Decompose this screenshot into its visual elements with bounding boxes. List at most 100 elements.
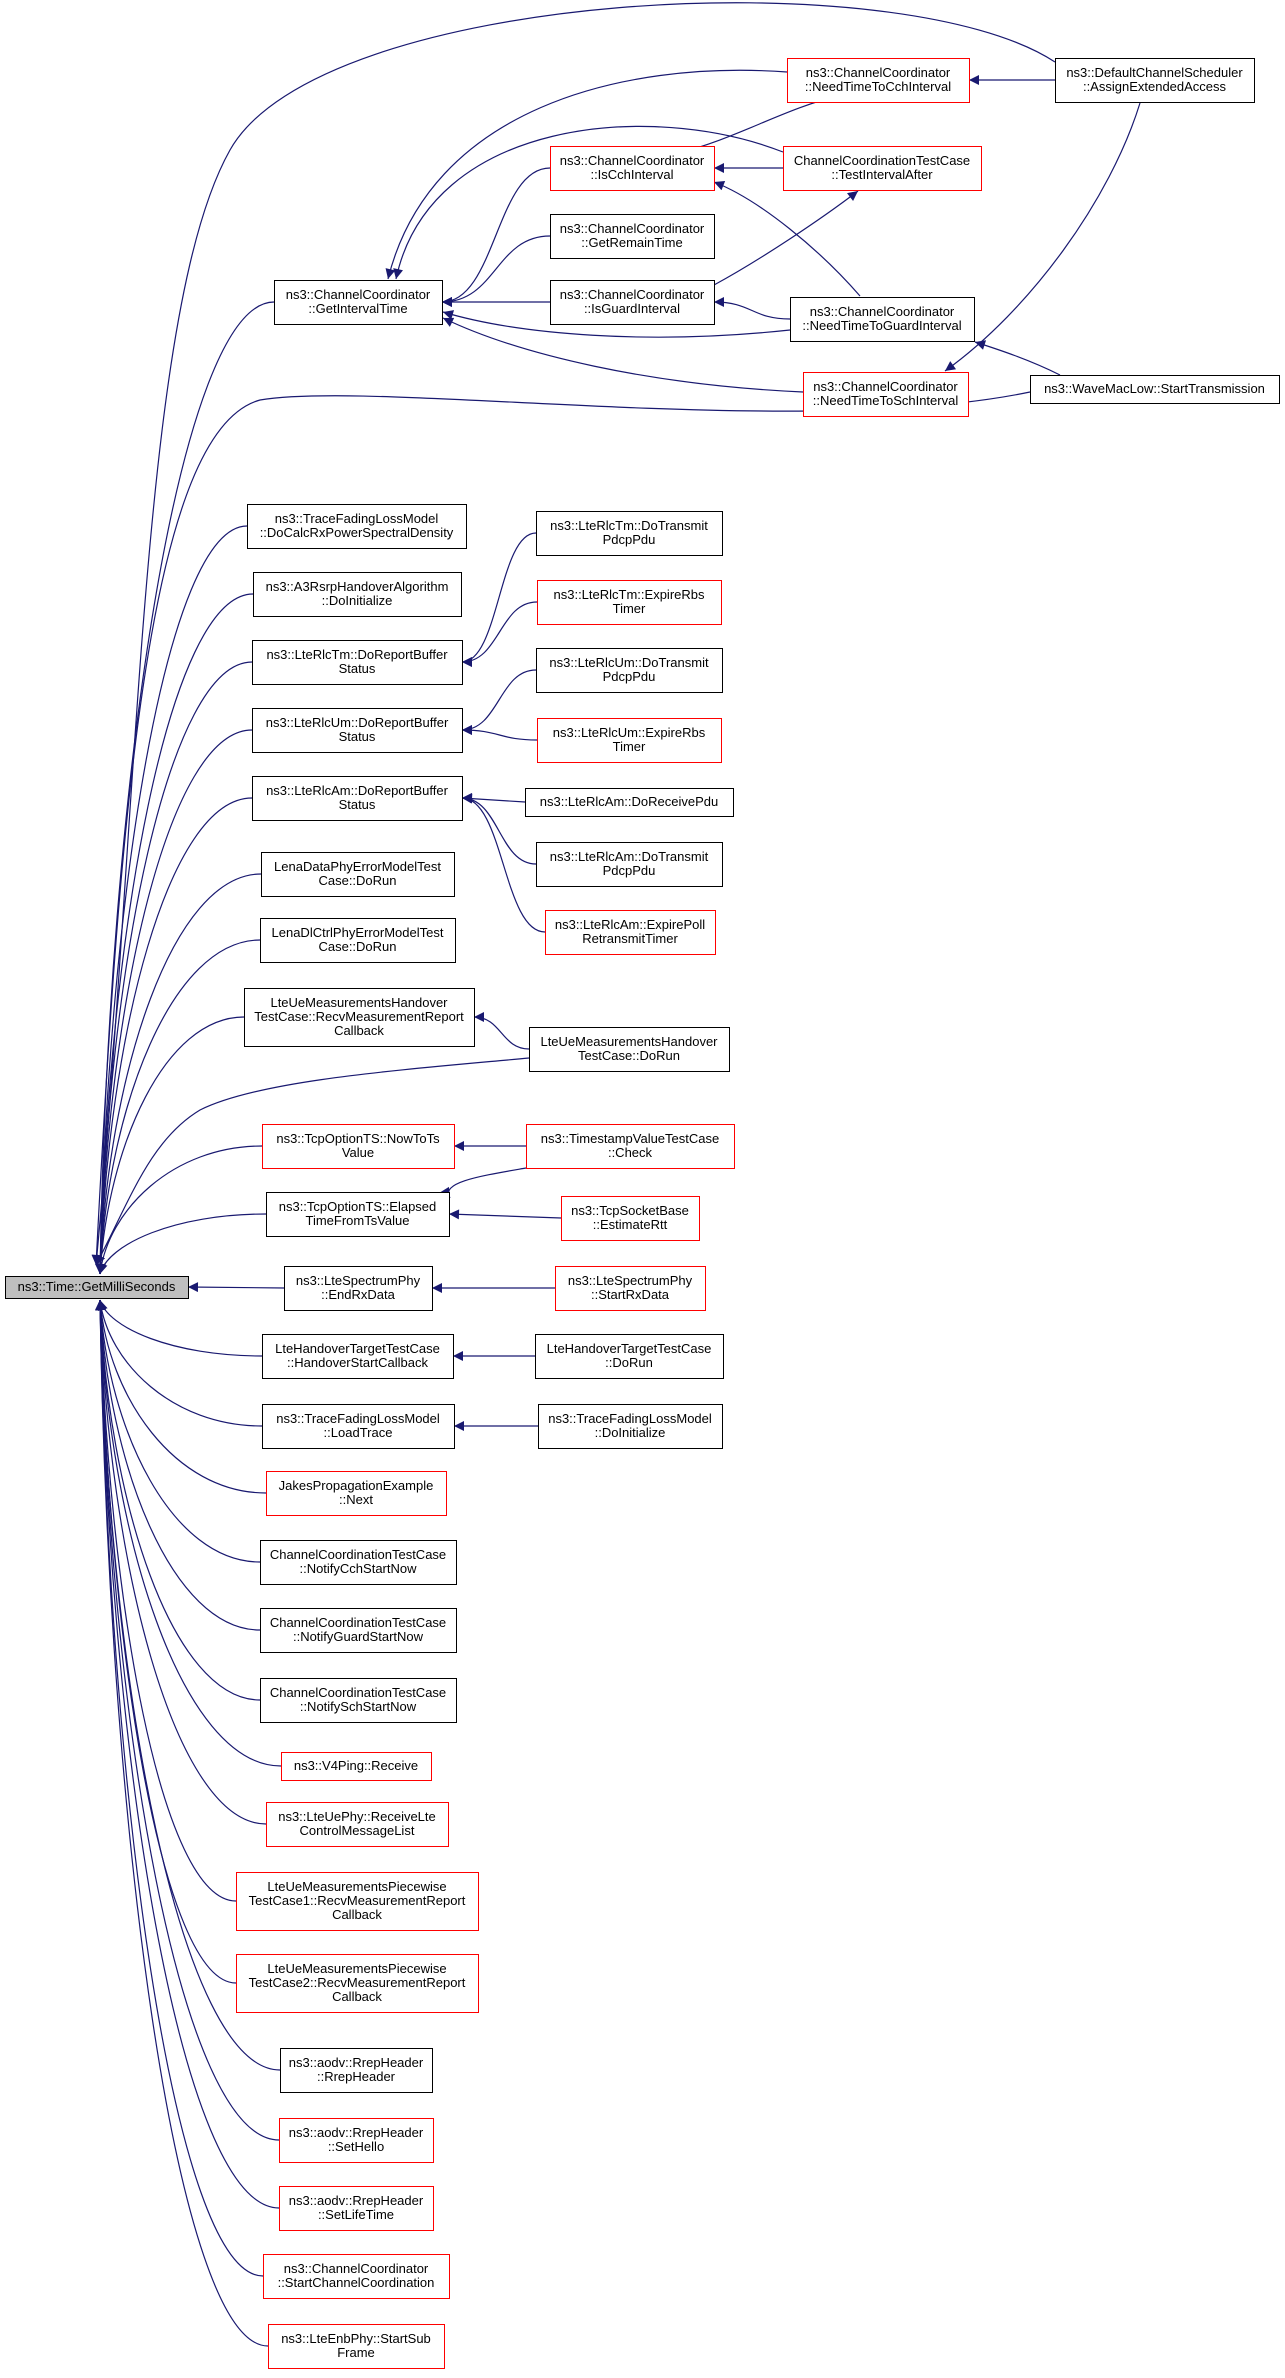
node-label-line: ns3::ChannelCoordinator	[806, 65, 951, 80]
edge-n_tsvcheck-to-n_tcpelapsed	[440, 1167, 527, 1199]
node-box	[529, 1027, 730, 1072]
node-n_v4ping[interactable]: ns3::V4Ping::Receive	[281, 1752, 432, 1781]
node-label-line: ChannelCoordinationTestCase	[270, 1615, 446, 1630]
node-n_getinterval[interactable]: ns3::ChannelCoordinator::GetIntervalTime	[274, 280, 443, 325]
node-label-line: ns3::TcpSocketBase	[571, 1203, 689, 1218]
edge-n_ntguard-to-n_isguard	[713, 297, 791, 320]
node-label-line: ::TestIntervalAfter	[831, 167, 933, 182]
node-n_notifyguard[interactable]: ChannelCoordinationTestCase::NotifyGuard…	[260, 1608, 457, 1653]
node-n_pw1[interactable]: LteUeMeasurementsPiecewiseTestCase1::Rec…	[236, 1872, 479, 1931]
node-box	[262, 1334, 454, 1379]
node-label-line: Status	[339, 729, 376, 744]
edge-n_tmreport-to-root	[95, 661, 253, 1275]
node-n_notifysch[interactable]: ChannelCoordinationTestCase::NotifySchSt…	[260, 1678, 457, 1723]
node-box	[279, 2186, 434, 2231]
node-n_startcc[interactable]: ns3::ChannelCoordinator::StartChannelCoo…	[263, 2254, 450, 2299]
node-label-line: ChannelCoordinationTestCase	[270, 1547, 446, 1562]
node-n_jakes[interactable]: JakesPropagationExample::Next	[266, 1471, 447, 1516]
node-box	[537, 718, 722, 763]
node-n_tracefading[interactable]: ns3::TraceFadingLossModel::DoCalcRxPower…	[247, 504, 467, 549]
node-n_wavemac[interactable]: ns3::WaveMacLow::StartTransmission	[1030, 375, 1280, 404]
node-label-line: Timer	[613, 739, 646, 754]
node-box	[561, 1196, 700, 1241]
node-root[interactable]: ns3::Time::GetMilliSeconds	[5, 1276, 189, 1299]
node-n_amrx[interactable]: ns3::LteRlcAm::DoReceivePdu	[525, 788, 734, 817]
node-n_rrep[interactable]: ns3::aodv::RrepHeader::RrepHeader	[280, 2048, 433, 2093]
node-n_sethello[interactable]: ns3::aodv::RrepHeader::SetHello	[279, 2118, 434, 2163]
node-n_setlife[interactable]: ns3::aodv::RrepHeader::SetLifeTime	[279, 2186, 434, 2231]
node-label-line: PdcpPdu	[603, 863, 656, 878]
node-n_remain[interactable]: ns3::ChannelCoordinator::GetRemainTime	[550, 214, 715, 259]
node-n_ntsch[interactable]: ns3::ChannelCoordinator::NeedTimeToSchIn…	[803, 372, 969, 417]
edge-n_umtx-to-n_umreport	[461, 669, 537, 735]
edge-n_notifycch-to-root	[95, 1299, 261, 1563]
node-n_tfinit[interactable]: ns3::TraceFadingLossModel::DoInitialize	[538, 1404, 723, 1449]
node-n_a3rsrp[interactable]: ns3::A3RsrpHandoverAlgorithm::DoInitiali…	[253, 572, 462, 617]
node-label-line: ns3::Time::GetMilliSeconds	[18, 1279, 176, 1294]
node-box	[266, 1192, 450, 1237]
node-n_iscch[interactable]: ns3::ChannelCoordinator::IsCchInterval	[550, 146, 715, 191]
node-label-line: TestCase::RecvMeasurementReport	[254, 1009, 464, 1024]
node-label-line: Case::DoRun	[318, 939, 396, 954]
node-label-line: ns3::A3RsrpHandoverAlgorithm	[266, 579, 449, 594]
node-n_isguard[interactable]: ns3::ChannelCoordinator::IsGuardInterval	[550, 280, 715, 325]
node-box	[536, 648, 723, 693]
node-n_tsvcheck[interactable]: ns3::TimestampValueTestCase::Check	[526, 1124, 735, 1169]
edge-n_jakes-to-root	[95, 1299, 267, 1494]
node-n_hotargetrun[interactable]: LteHandoverTargetTestCase::DoRun	[535, 1334, 724, 1379]
node-n_endrx[interactable]: ns3::LteSpectrumPhy::EndRxData	[284, 1266, 433, 1311]
node-label-line: ns3::LteSpectrumPhy	[568, 1273, 693, 1288]
node-label-line: ns3::LteRlcUm::ExpireRbs	[553, 725, 706, 740]
node-label-line: ::StartRxData	[591, 1287, 670, 1302]
edge-n_endrx-to-root	[187, 1282, 285, 1293]
node-n_hotarget[interactable]: LteHandoverTargetTestCase::HandoverStart…	[262, 1334, 454, 1379]
node-n_tcprtt[interactable]: ns3::TcpSocketBase::EstimateRtt	[561, 1196, 700, 1241]
node-label-line: ::NeedTimeToCchInterval	[805, 79, 951, 94]
node-box	[536, 511, 723, 556]
edge-n_notifyguard-to-root	[95, 1299, 261, 1631]
node-n_ntguard[interactable]: ns3::ChannelCoordinator::NeedTimeToGuard…	[790, 297, 975, 342]
node-label-line: ::DoCalcRxPowerSpectralDensity	[260, 525, 454, 540]
edge-n_tmtx-to-n_tmreport	[461, 532, 537, 667]
node-n_uephy[interactable]: ns3::LteUePhy::ReceiveLteControlMessageL…	[266, 1802, 449, 1847]
node-box	[266, 1471, 447, 1516]
node-n_startrx[interactable]: ns3::LteSpectrumPhy::StartRxData	[555, 1266, 706, 1311]
node-box	[550, 146, 715, 191]
edge-n_tcpelapsed-to-root	[97, 1213, 267, 1275]
node-label-line: TimeFromTsValue	[305, 1213, 409, 1228]
node-n_ntcch[interactable]: ns3::ChannelCoordinator::NeedTimeToCchIn…	[787, 58, 970, 103]
node-label-line: ns3::aodv::RrepHeader	[289, 2125, 424, 2140]
node-label-line: ns3::TcpOptionTS::Elapsed	[279, 1199, 437, 1214]
edge-n_wavemac-to-n_ntguard	[974, 340, 1061, 376]
node-label-line: ns3::LteRlcUm::DoTransmit	[549, 655, 709, 670]
node-n_loadtrace[interactable]: ns3::TraceFadingLossModel::LoadTrace	[262, 1404, 455, 1449]
node-label-line: ns3::LteRlcTm::DoTransmit	[550, 518, 708, 533]
node-n_pw2[interactable]: LteUeMeasurementsPiecewiseTestCase2::Rec…	[236, 1954, 479, 2013]
node-n_ccti[interactable]: ChannelCoordinationTestCase::TestInterva…	[783, 146, 982, 191]
node-n_dcs[interactable]: ns3::DefaultChannelScheduler::AssignExte…	[1055, 58, 1255, 103]
edge-n_ntcch-to-n_getinterval	[385, 69, 788, 280]
node-n_uemeasrecv[interactable]: LteUeMeasurementsHandoverTestCase::RecvM…	[244, 988, 475, 1047]
edge-n_iscch-to-n_getinterval	[441, 167, 551, 307]
node-box	[783, 146, 982, 191]
node-n_notifycch[interactable]: ChannelCoordinationTestCase::NotifyCchSt…	[260, 1540, 457, 1585]
edge-n_ntsch-to-n_getinterval	[442, 317, 804, 393]
node-box	[1055, 58, 1255, 103]
